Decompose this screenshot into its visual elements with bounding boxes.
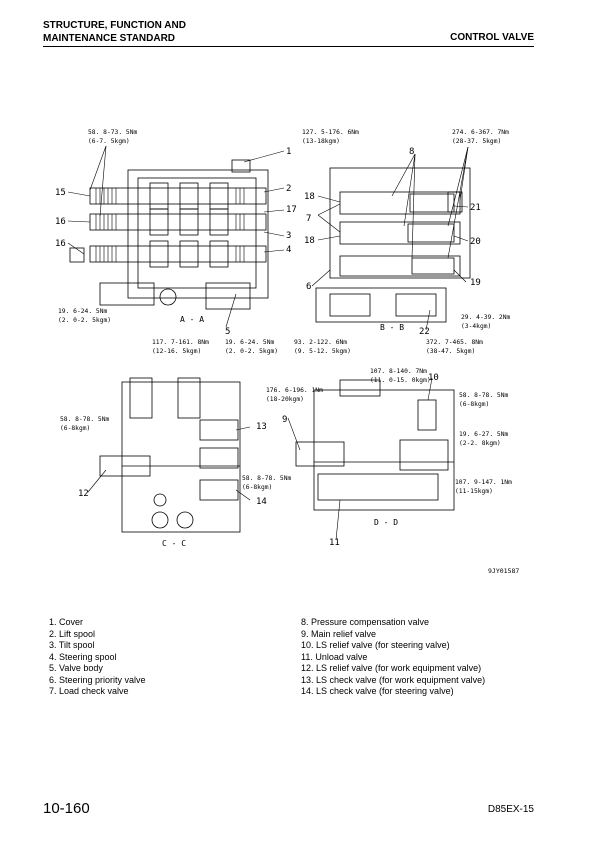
torque-t16-kgm: (11-15kgm) — [455, 488, 493, 495]
torque-t4-kgm: (2. 0-2. 5kgm) — [58, 317, 111, 324]
callout-15: 15 — [55, 188, 66, 198]
torque-t7-nm: 29. 4-39. 2Nm — [461, 314, 510, 321]
callout-3: 3 — [286, 231, 291, 241]
view-label-bb: B - B — [380, 323, 404, 332]
part-item: 3. Tilt spool — [49, 640, 95, 650]
torque-t5-nm: 117. 7-161. 8Nm — [152, 339, 209, 346]
torque-t10-nm: 107. 8-140. 7Nm — [370, 368, 427, 375]
part-item: 6. Steering priority valve — [49, 674, 146, 685]
callout-19: 19 — [470, 278, 481, 288]
model-code: D85EX-15 — [487, 804, 534, 815]
part-item: 14. LS check valve (for steering valve) — [301, 686, 454, 696]
part-item: 2. Lift spool — [49, 628, 96, 639]
view-cc-drawing — [99, 377, 241, 533]
callout-6: 6 — [306, 282, 311, 292]
torque-t9-kgm: (38-47. 5kgm) — [426, 348, 475, 355]
callout-2: 2 — [286, 184, 291, 194]
view-label-cc: C - C — [162, 539, 186, 548]
torque-t14-kgm: (6-8kgm) — [459, 401, 489, 408]
part-item: 5. Valve body — [49, 663, 103, 673]
torque-t3-nm: 274. 6-367. 7Nm — [452, 129, 509, 136]
callout-14: 14 — [256, 497, 267, 507]
callout-20: 20 — [470, 237, 481, 247]
view-bb-drawing — [315, 167, 471, 323]
view-label-dd: D - D — [374, 518, 398, 527]
callout-5: 5 — [225, 327, 230, 337]
section-title-line1: STRUCTURE, FUNCTION AND — [43, 20, 186, 31]
callout-18a: 18 — [304, 192, 315, 202]
torque-t15-kgm: (2-2. 8kgm) — [459, 440, 501, 447]
view-dd-drawing — [295, 379, 455, 511]
torque-t6-nm: 19. 6-24. 5Nm — [225, 339, 274, 346]
torque-t3-kgm: (28-37. 5kgm) — [452, 138, 501, 145]
section-title-line2: MAINTENANCE STANDARD — [43, 33, 176, 44]
callout-12: 12 — [78, 489, 89, 499]
callout-18b: 18 — [304, 236, 315, 246]
torque-t13-nm: 58. 8-78. 5Nm — [242, 475, 291, 482]
torque-t8-kgm: (9. 5-12. 5kgm) — [294, 348, 351, 355]
page-number: 10-160 — [43, 800, 90, 817]
torque-t8-nm: 93. 2-122. 6Nm — [294, 339, 347, 346]
view-aa-drawing — [69, 159, 269, 310]
callout-21: 21 — [470, 203, 481, 213]
part-item: 9. Main relief valve — [301, 628, 377, 639]
callout-1: 1 — [286, 147, 291, 157]
part-item: 10. LS relief valve (for steering valve) — [301, 640, 450, 650]
callout-10: 10 — [428, 373, 439, 383]
part-item: 12. LS relief valve (for work equipment … — [301, 663, 482, 673]
part-item: 13. LS check valve (for work equipment v… — [301, 674, 486, 685]
callout-17: 17 — [286, 205, 297, 215]
callout-9: 9 — [282, 415, 287, 425]
torque-t16-nm: 107. 9-147. 1Nm — [455, 479, 512, 486]
part-item: 8. Pressure compensation valve — [301, 617, 430, 627]
torque-t10-kgm: (11. 0-15. 0kgm) — [370, 377, 431, 384]
torque-t1-nm: 58. 8-73. 5Nm — [88, 129, 137, 136]
callout-7: 7 — [306, 214, 311, 224]
figure-code: 9JY01587 — [488, 567, 519, 575]
torque-t1-kgm: (6-7. 5kgm) — [88, 138, 130, 145]
torque-t2-kgm: (13-18kgm) — [302, 138, 340, 145]
part-item: 7. Load check valve — [49, 686, 129, 696]
torque-t11-kgm: (18-20kgm) — [266, 396, 304, 403]
part-item: 11. Unload valve — [301, 651, 368, 662]
part-item: 4. Steering spool — [49, 651, 117, 662]
topic-title: CONTROL VALVE — [450, 32, 534, 43]
torque-t2-nm: 127. 5-176. 6Nm — [302, 129, 359, 136]
torque-t9-nm: 372. 7-465. 8Nm — [426, 339, 483, 346]
torque-t12-kgm: (6-8kgm) — [60, 425, 90, 432]
torque-t14-nm: 58. 8-78. 5Nm — [459, 392, 508, 399]
torque-t12-nm: 58. 8-78. 5Nm — [60, 416, 109, 423]
callout-4: 4 — [286, 245, 291, 255]
torque-t13-kgm: (6-8kgm) — [242, 484, 272, 491]
part-item: 1. Cover — [49, 617, 84, 627]
callout-8: 8 — [409, 147, 414, 157]
section-title: STRUCTURE, FUNCTION AND MAINTENANCE STAN… — [43, 19, 186, 45]
header-rule — [43, 46, 534, 47]
torque-t11-nm: 176. 6-196. 1Nm — [266, 387, 323, 394]
torque-t6-kgm: (2. 0-2. 5kgm) — [225, 348, 278, 355]
callout-13: 13 — [256, 422, 267, 432]
torque-t5-kgm: (12-16. 5kgm) — [152, 348, 201, 355]
parts-list-right: 8. Pressure compensation valve 9. Main r… — [301, 617, 485, 698]
callout-22: 22 — [419, 327, 430, 337]
view-label-aa: A - A — [180, 315, 204, 324]
torque-t15-nm: 19. 6-27. 5Nm — [459, 431, 508, 438]
callout-16a: 16 — [55, 217, 66, 227]
parts-list-left: 1. Cover 2. Lift spool 3. Tilt spool 4. … — [49, 617, 146, 698]
torque-t4-nm: 19. 6-24. 5Nm — [58, 308, 107, 315]
torque-t7-kgm: (3-4kgm) — [461, 323, 491, 330]
callout-16b: 16 — [55, 239, 66, 249]
leader-lines — [67, 145, 469, 541]
callout-11: 11 — [329, 538, 340, 548]
